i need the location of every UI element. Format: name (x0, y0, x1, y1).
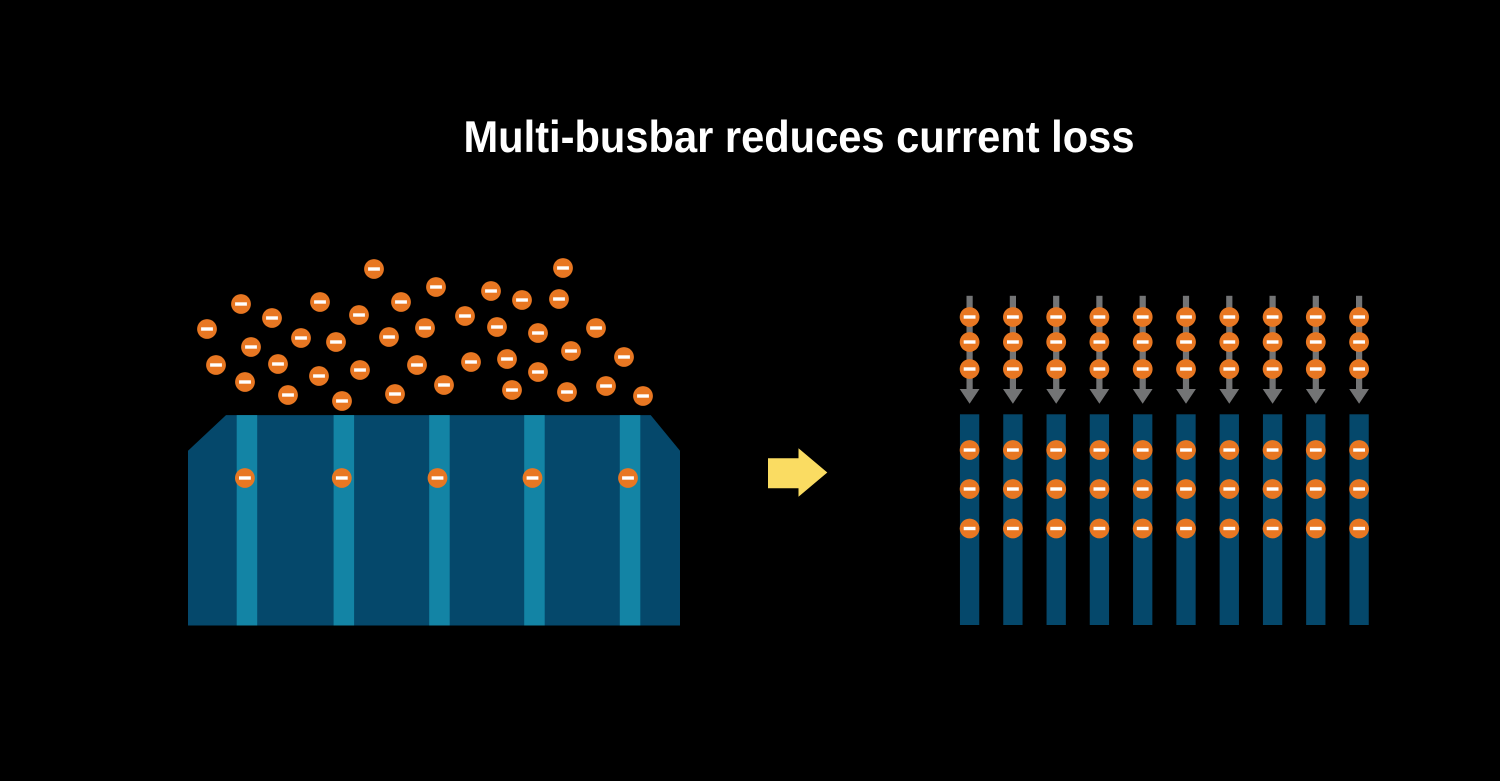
svg-text:Multi-busbar reduces current l: Multi-busbar reduces current loss (464, 113, 1135, 162)
